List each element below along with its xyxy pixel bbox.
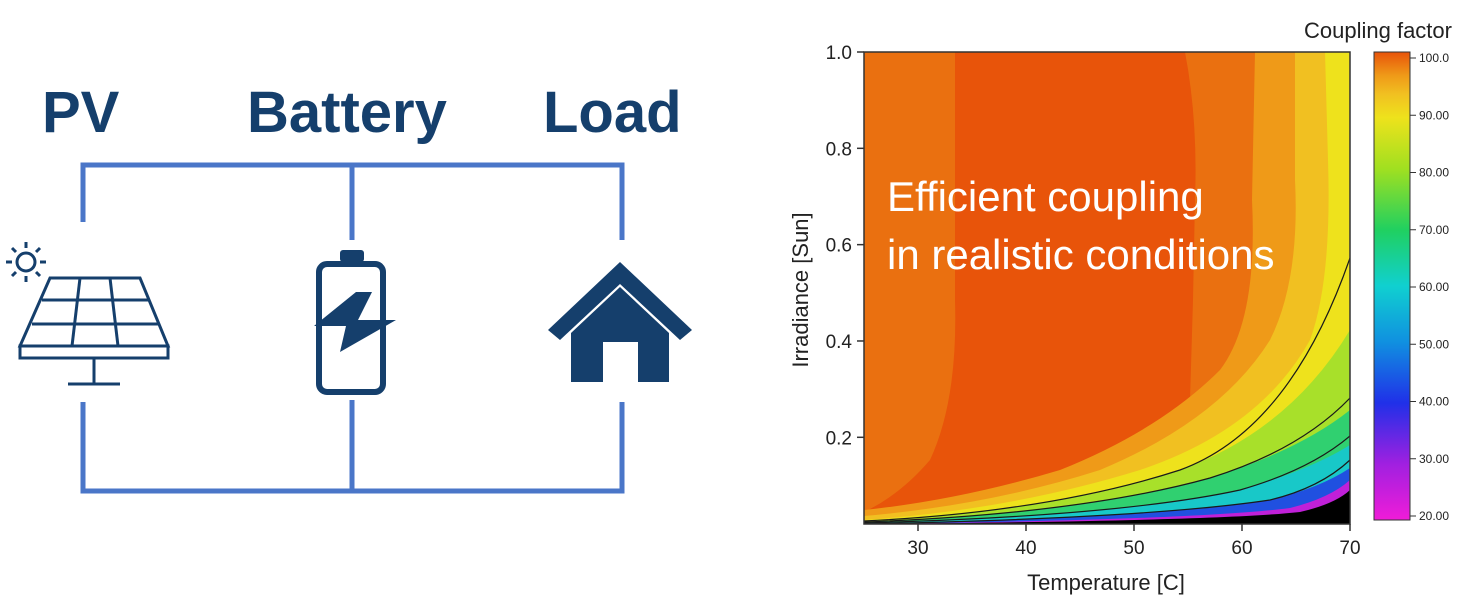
colorbar-tick-label: 60.00 bbox=[1419, 280, 1449, 294]
colorbar-tick-label: 50.00 bbox=[1419, 337, 1449, 351]
y-axis-ticks: 0.2 0.4 0.6 0.8 1.0 bbox=[826, 43, 864, 449]
annotation-line-1: Efficient coupling bbox=[887, 173, 1204, 220]
band-peak bbox=[864, 52, 1196, 524]
circuit-wires bbox=[80, 162, 625, 494]
x-tick-label: 40 bbox=[1015, 538, 1036, 559]
colorbar-tick-label: 100.0 bbox=[1419, 51, 1449, 65]
contour-lines bbox=[864, 257, 1350, 524]
x-tick-label: 70 bbox=[1339, 538, 1360, 559]
colorbar-tick-label: 20.00 bbox=[1419, 509, 1449, 523]
band-low bbox=[864, 490, 1350, 524]
battery-icon bbox=[314, 250, 396, 395]
heatmap-fill bbox=[864, 52, 1350, 524]
colorbar-tick-label: 40.00 bbox=[1419, 395, 1449, 409]
colorbar-tick-label: 80.00 bbox=[1419, 166, 1449, 180]
colorbar bbox=[1373, 51, 1411, 521]
band-92 bbox=[864, 52, 1350, 524]
x-axis-label: Temperature [C] bbox=[1027, 570, 1185, 595]
x-tick-label: 50 bbox=[1123, 538, 1144, 559]
solar-panel-icon bbox=[17, 276, 171, 386]
pv-label: PV bbox=[42, 80, 120, 145]
circuit-diagram bbox=[6, 162, 692, 494]
colorbar-tick-label: 90.00 bbox=[1419, 108, 1449, 122]
x-tick-label: 60 bbox=[1231, 538, 1252, 559]
house-icon bbox=[548, 262, 692, 382]
y-tick-label: 0.4 bbox=[826, 332, 853, 353]
y-tick-label: 0.6 bbox=[826, 236, 852, 257]
y-tick-label: 1.0 bbox=[826, 43, 852, 64]
x-tick-label: 30 bbox=[907, 538, 928, 559]
load-label: Load bbox=[543, 80, 682, 145]
annotation-line-2: in realistic conditions bbox=[887, 231, 1275, 278]
colorbar-title: Coupling factor bbox=[1304, 18, 1452, 43]
x-axis-ticks: 30 40 50 60 70 bbox=[907, 524, 1361, 559]
sun-icon bbox=[6, 242, 46, 282]
y-tick-label: 0.8 bbox=[826, 139, 852, 160]
y-axis-label: Irradiance [Sun] bbox=[788, 212, 813, 367]
plot-frame bbox=[863, 51, 1351, 525]
colorbar-tick-label: 30.00 bbox=[1419, 452, 1449, 466]
colorbar-tick-label: 70.00 bbox=[1419, 223, 1449, 237]
colorbar-ticks: 20.00 30.00 40.00 50.00 60.00 70.00 80.00 90.00… bbox=[1410, 51, 1449, 523]
band-60 bbox=[864, 445, 1350, 524]
y-tick-label: 0.2 bbox=[826, 428, 852, 449]
band-50 bbox=[864, 468, 1350, 524]
battery-label: Battery bbox=[247, 80, 447, 145]
